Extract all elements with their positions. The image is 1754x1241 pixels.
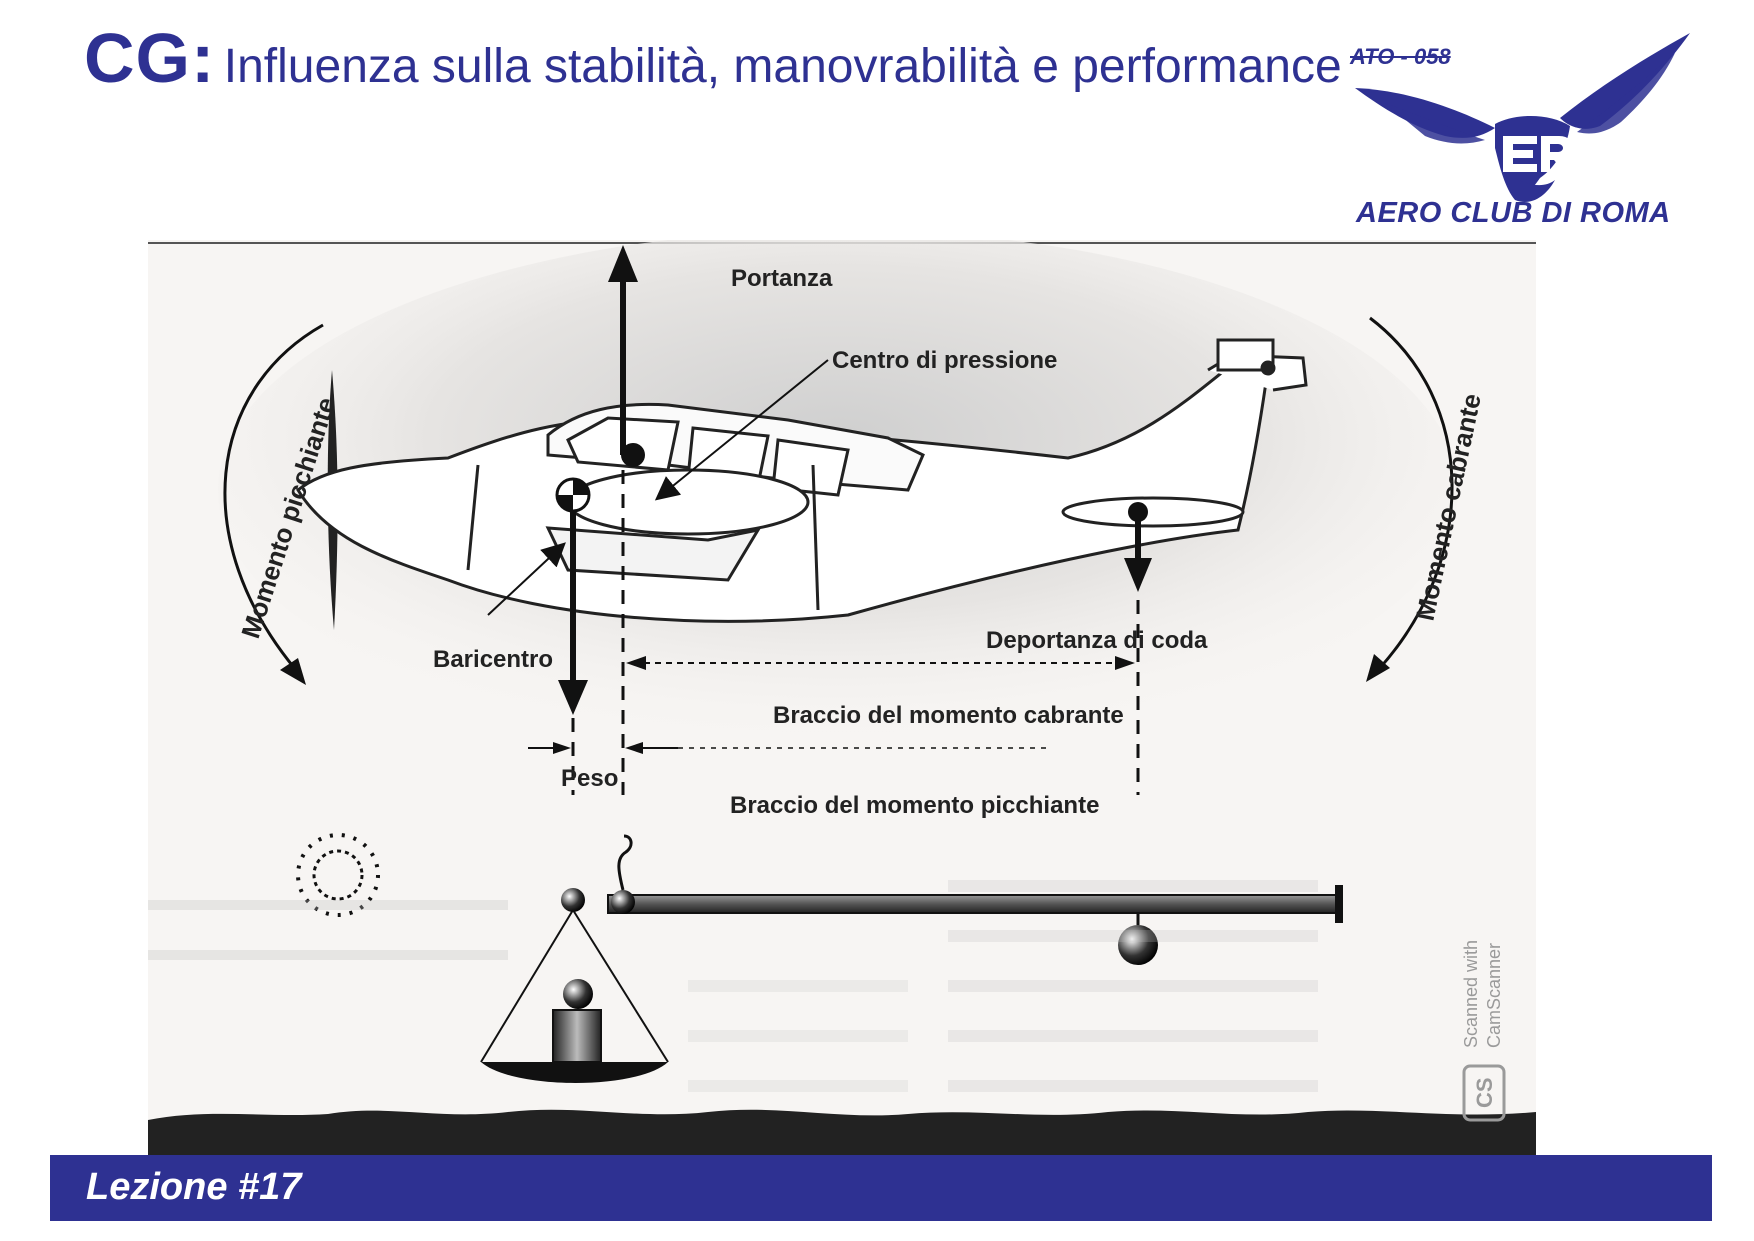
cg-pointer xyxy=(487,542,566,616)
page-title: CG: Influenza sulla stabilità, manovrabi… xyxy=(84,18,1342,98)
label-braccio-cabrante: Braccio del momento cabrante xyxy=(773,702,1124,729)
label-baricentro: Baricentro xyxy=(433,646,553,673)
balance-beam xyxy=(561,834,1343,965)
cg-diagram: Portanza Centro di pressione Baricentro … xyxy=(148,240,1536,1155)
sun-symbol xyxy=(296,833,380,917)
watermark-line2: CamScanner xyxy=(1484,943,1504,1048)
nose-down-moment-arrow xyxy=(223,323,324,685)
lesson-label: Lezione #17 xyxy=(86,1166,302,1208)
label-peso: Peso xyxy=(561,765,618,792)
tail-down-arrow xyxy=(1124,502,1152,592)
camscanner-watermark: Scanned with CamScanner CS xyxy=(1461,940,1506,1122)
weight-pan xyxy=(480,909,669,1083)
logo-name: AERO CLUB DI ROMA xyxy=(1356,197,1671,229)
nose-up-arm-dimension xyxy=(626,656,1135,670)
nose-up-moment-arrow xyxy=(1366,316,1454,682)
footer-bar: Lezione #17 xyxy=(50,1155,1712,1221)
watermark-badge: CS xyxy=(1472,1077,1497,1108)
moment-arm-guides xyxy=(571,470,1140,795)
cg-symbol xyxy=(555,477,591,513)
label-deportanza-coda: Deportanza di coda xyxy=(986,627,1208,654)
cp-pointer xyxy=(654,359,829,501)
weight-arrow xyxy=(558,510,588,715)
lift-arrow xyxy=(608,245,638,455)
label-portanza: Portanza xyxy=(731,265,833,292)
label-centro-pressione: Centro di pressione xyxy=(832,347,1057,374)
aero-club-logo xyxy=(1355,33,1690,202)
watermark-line1: Scanned with xyxy=(1461,940,1481,1048)
logo-code: ATO - 058 xyxy=(1350,44,1451,69)
nose-down-arm-dimension xyxy=(528,742,1048,754)
scan-background-text xyxy=(148,880,1318,1092)
label-braccio-picchiante: Braccio del momento picchiante xyxy=(730,792,1099,819)
title-prefix: CG: xyxy=(84,19,216,97)
ground xyxy=(148,1109,1536,1155)
title-text: Influenza sulla stabilità, manovrabilità… xyxy=(223,40,1342,93)
center-of-pressure-dot xyxy=(621,443,645,467)
